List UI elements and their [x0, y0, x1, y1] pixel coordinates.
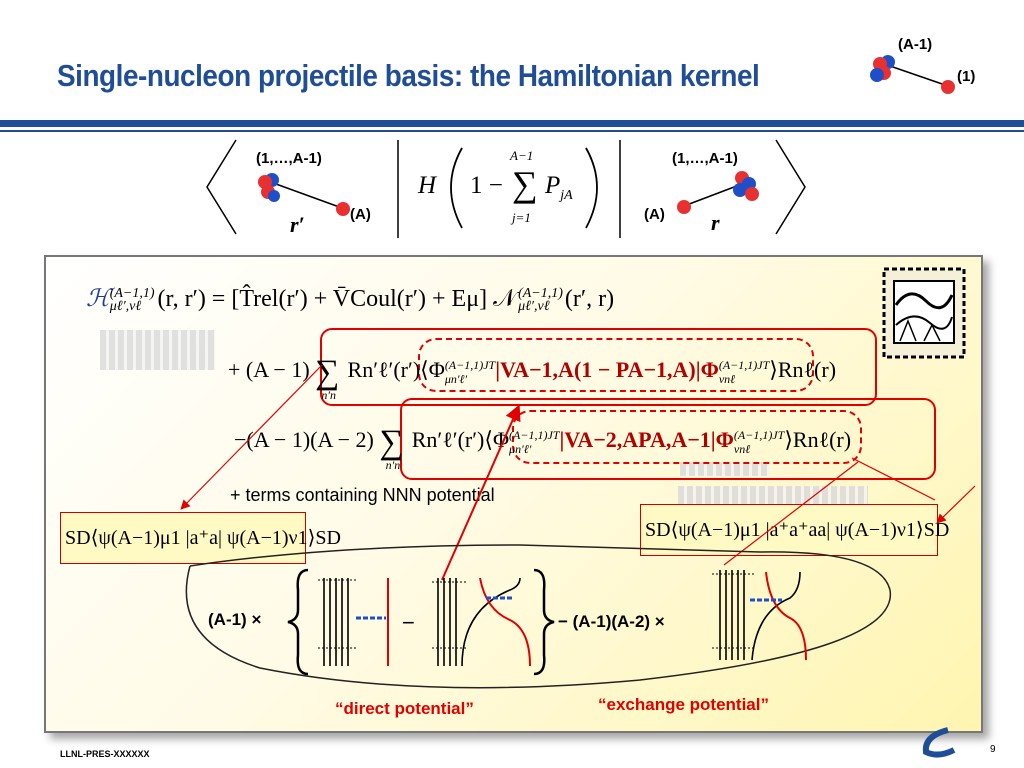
- direct-potential-caption: “direct potential”: [335, 699, 474, 718]
- right-cluster-label: (1,…,A-1): [672, 150, 738, 167]
- exchange-diagram-inner: [432, 577, 531, 667]
- exchange-potential-caption: “exchange potential”: [598, 695, 769, 714]
- blurred-text: [100, 330, 215, 370]
- direct-term-box: [320, 328, 877, 406]
- exchange-matrix-element-box: [512, 410, 862, 464]
- stamp-icon: [882, 267, 966, 359]
- right-nucleon-label: (A): [644, 206, 665, 223]
- exchange-factor: − (A-1)(A-2) ×: [558, 612, 665, 631]
- line2-operator: |VA−1,A(1 − PA−1,A)|Φ: [495, 357, 719, 382]
- line3-sum-index: n′n: [385, 458, 401, 472]
- hamiltonian-operator: H: [418, 172, 437, 199]
- exchange-diagram: [712, 570, 807, 661]
- nnn-terms-note: + terms containing NNN potential: [230, 485, 495, 505]
- line2-tail: ⟩Rnℓ(r): [769, 357, 837, 382]
- sum-upper-limit: A−1: [510, 148, 534, 163]
- projector-subscript: jA: [560, 188, 573, 203]
- line2-body: Rn′ℓ′(r′)⟨Φ: [347, 357, 445, 382]
- header-rule-thin: [0, 130, 1024, 132]
- sd-matrix-element-left: SD⟨ψ(A−1)μ1 |a⁺a| ψ(A−1)ν1⟩SD: [60, 512, 341, 564]
- corner-nucleon-label: (1): [957, 68, 976, 85]
- operator-one-minus: 1 −: [470, 172, 503, 199]
- exchange-term-box: [400, 398, 936, 480]
- direct-matrix-element-box: [418, 338, 814, 392]
- sum-lower-limit: j=1: [512, 210, 531, 225]
- hamiltonian-indices: (A−1,1)μℓ′,νℓ: [109, 286, 155, 315]
- line3-tail: ⟩Rnℓ(r): [784, 427, 852, 452]
- right-coordinate: r: [711, 210, 720, 235]
- header-rule: [0, 120, 1024, 127]
- logo-icon: [922, 727, 956, 758]
- equation-line-3: −(A − 1)(A − 2) ∑n′n Rn′ℓ′(r′)⟨Φ(A−1,1)J…: [234, 424, 851, 473]
- equation-line-1: ℋ(A−1,1)μℓ′,νℓ(r, r′) = [T̂rel(r′) + V̄C…: [86, 286, 615, 315]
- sd-right-formula: SD⟨ψ(A−1)μ1 |a⁺a⁺aa| ψ(A−1)ν1⟩SD: [645, 519, 950, 541]
- slide-title: Single-nucleon projectile basis: the Ham…: [57, 58, 760, 93]
- line2-sum: ∑: [315, 354, 340, 391]
- equation-lhs: (r, r′) = [T̂rel(r′) + V̄Coul(r′) + Eμ] …: [157, 286, 517, 312]
- sum-symbol: ∑: [512, 164, 538, 204]
- norm-indices: (A−1,1)μℓ′,νℓ: [518, 286, 563, 315]
- line3-operator: |VA−2,APA,A−1|Φ: [559, 427, 734, 452]
- direct-factor: (A-1) ×: [208, 610, 262, 629]
- direct-diagram: [318, 578, 389, 666]
- sd-matrix-element-right: SD⟨ψ(A−1)μ1 |a⁺a⁺aa| ψ(A−1)ν1⟩SD: [640, 504, 949, 556]
- projector: PjA: [545, 172, 573, 204]
- line3-body: Rn′ℓ′(r′)⟨Φ: [411, 427, 510, 452]
- corner-cluster-label: (A-1): [898, 36, 933, 53]
- line2-prefix: + (A − 1): [228, 357, 310, 382]
- diagram-minus: −: [402, 610, 415, 635]
- left-coordinate: r′: [290, 212, 305, 237]
- blurred-text: [680, 462, 770, 476]
- left-nucleon-label: (A): [350, 206, 371, 223]
- projector-symbol: P: [545, 172, 561, 199]
- line3-sum: ∑: [379, 424, 404, 461]
- sd-left-formula: SD⟨ψ(A−1)μ1 |a⁺a| ψ(A−1)ν1⟩SD: [65, 527, 341, 549]
- corner-cluster-icon: [870, 55, 955, 94]
- bra-ket-brackets: [206, 139, 806, 238]
- line2-sum-index: n′n: [321, 388, 337, 402]
- page-number: 9: [990, 744, 996, 755]
- equation-lhs-tail: (r′, r): [564, 286, 615, 312]
- left-cluster-label: (1,…,A-1): [256, 150, 322, 167]
- footer-code: LLNL-PRES-XXXXXX: [60, 749, 150, 759]
